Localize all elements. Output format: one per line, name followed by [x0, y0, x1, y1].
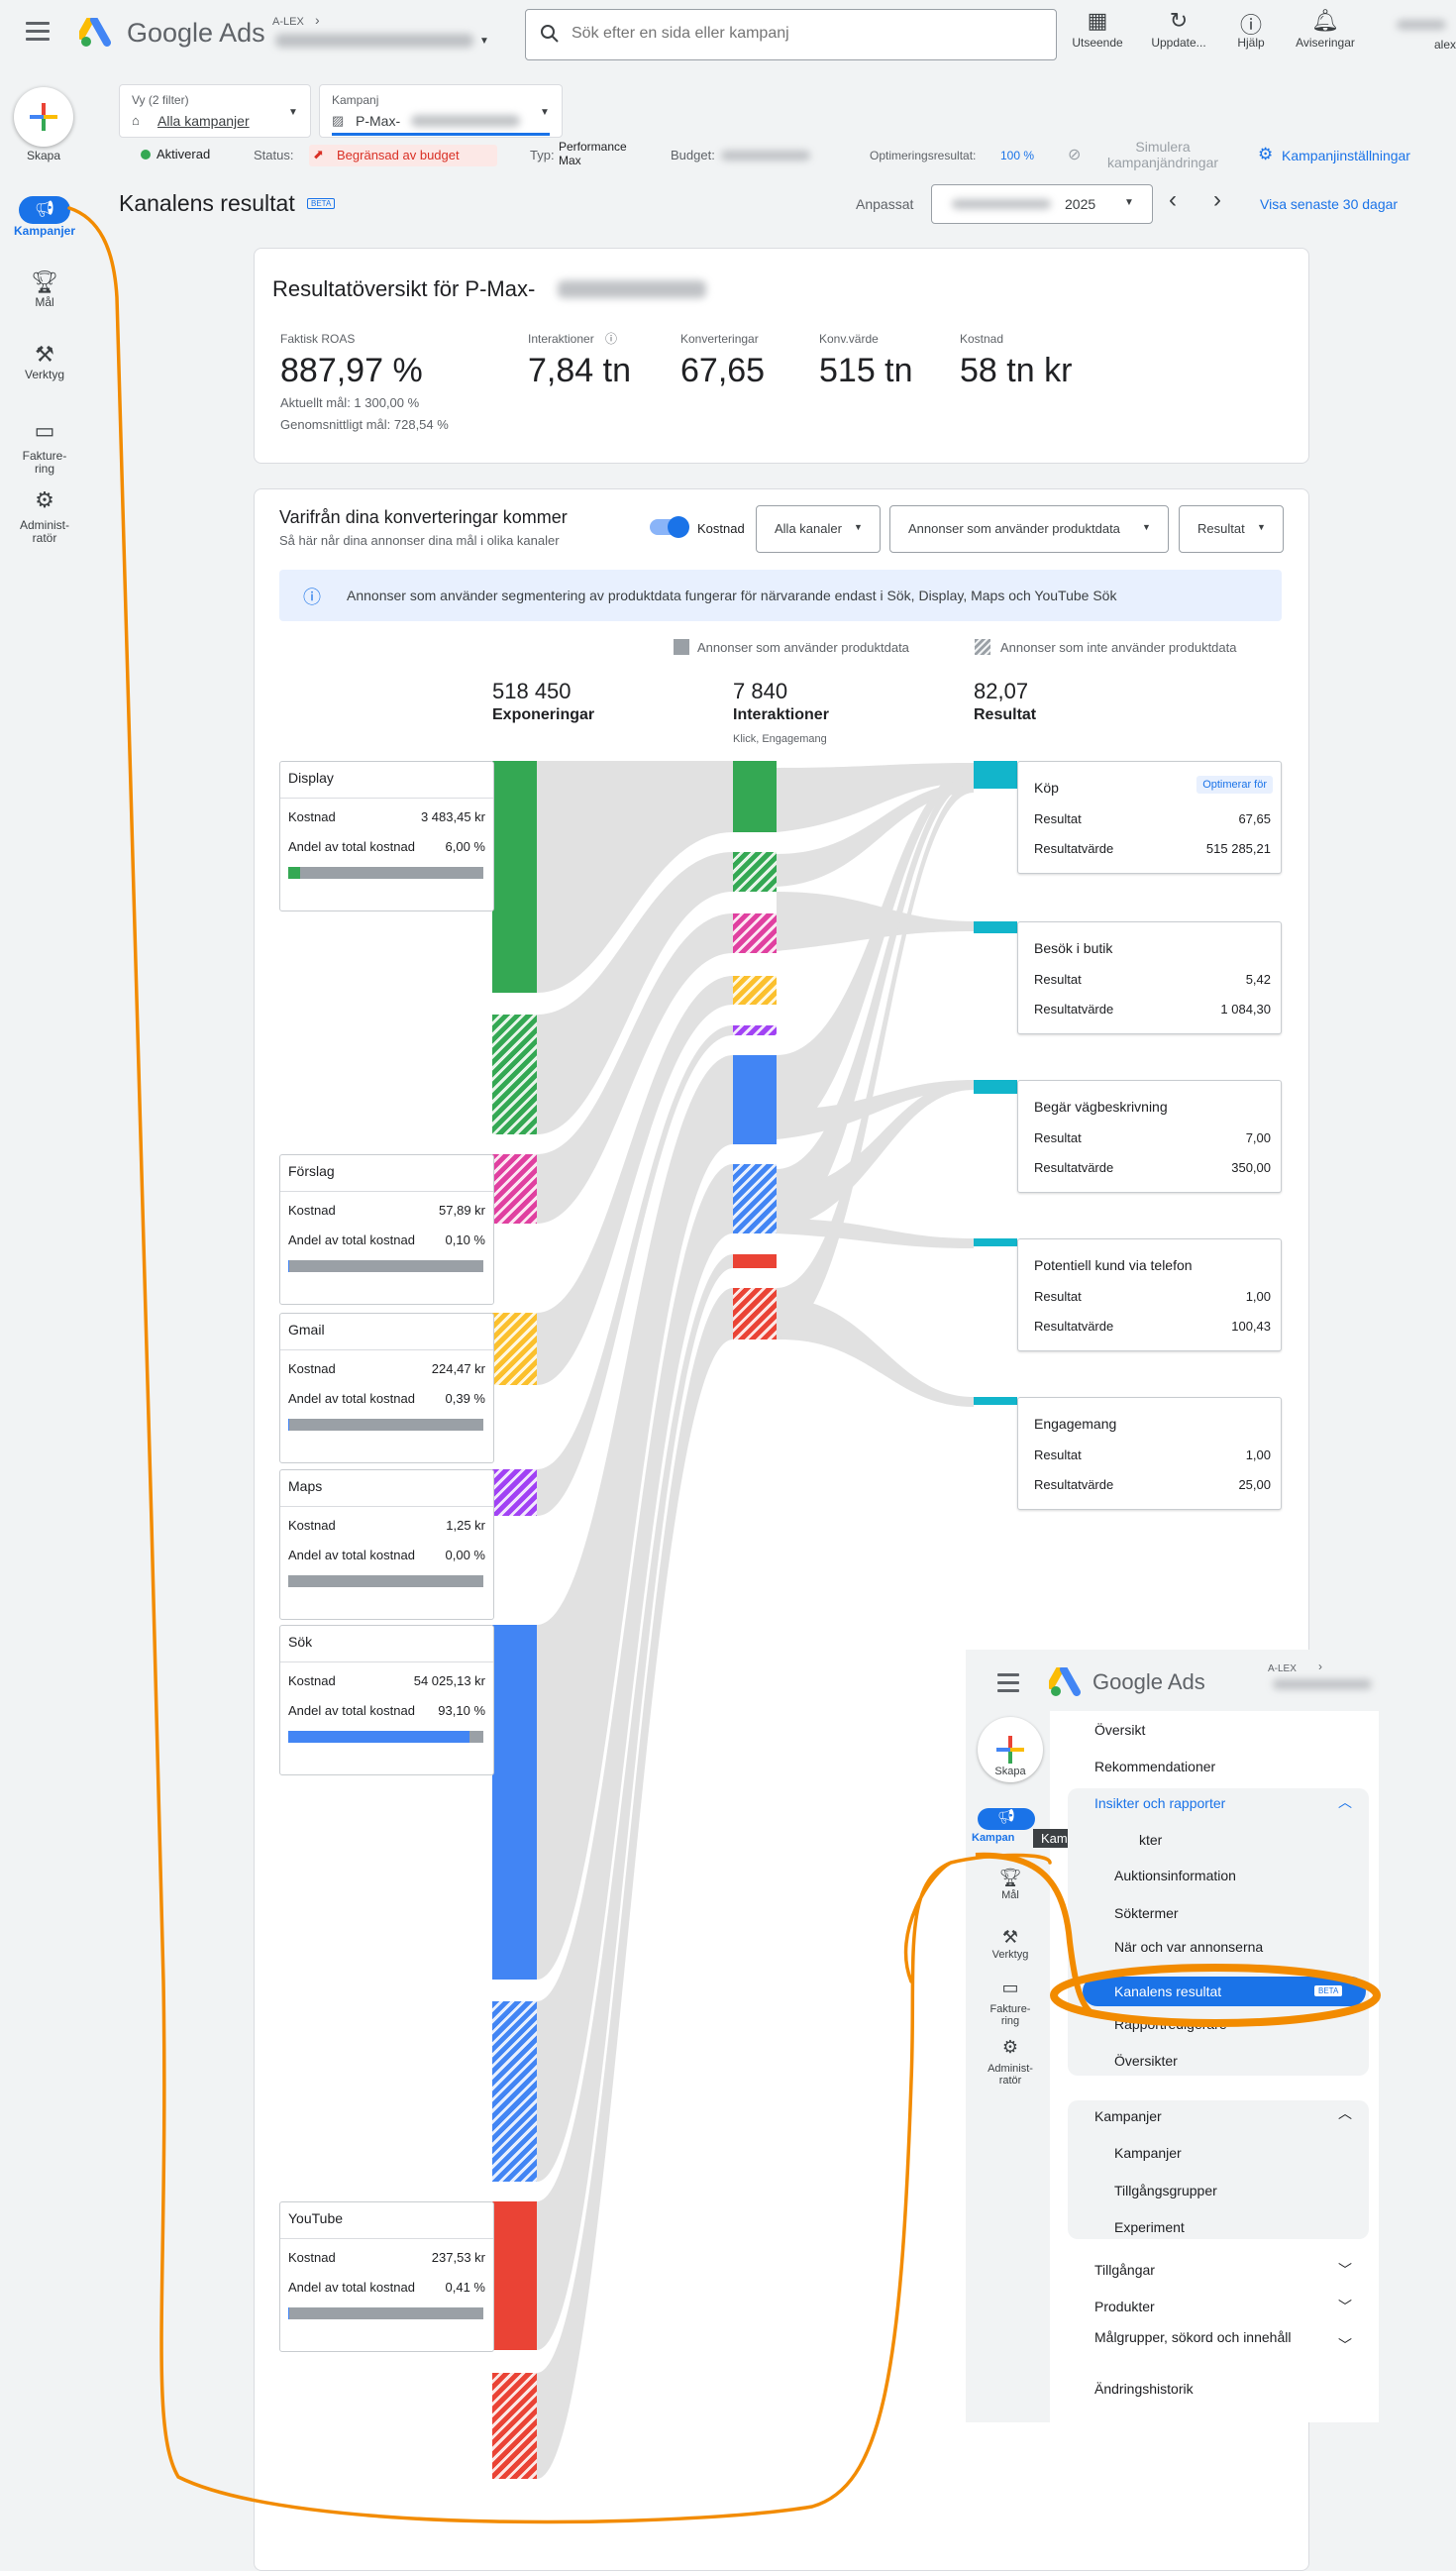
orange-annotation	[0, 0, 1456, 2536]
